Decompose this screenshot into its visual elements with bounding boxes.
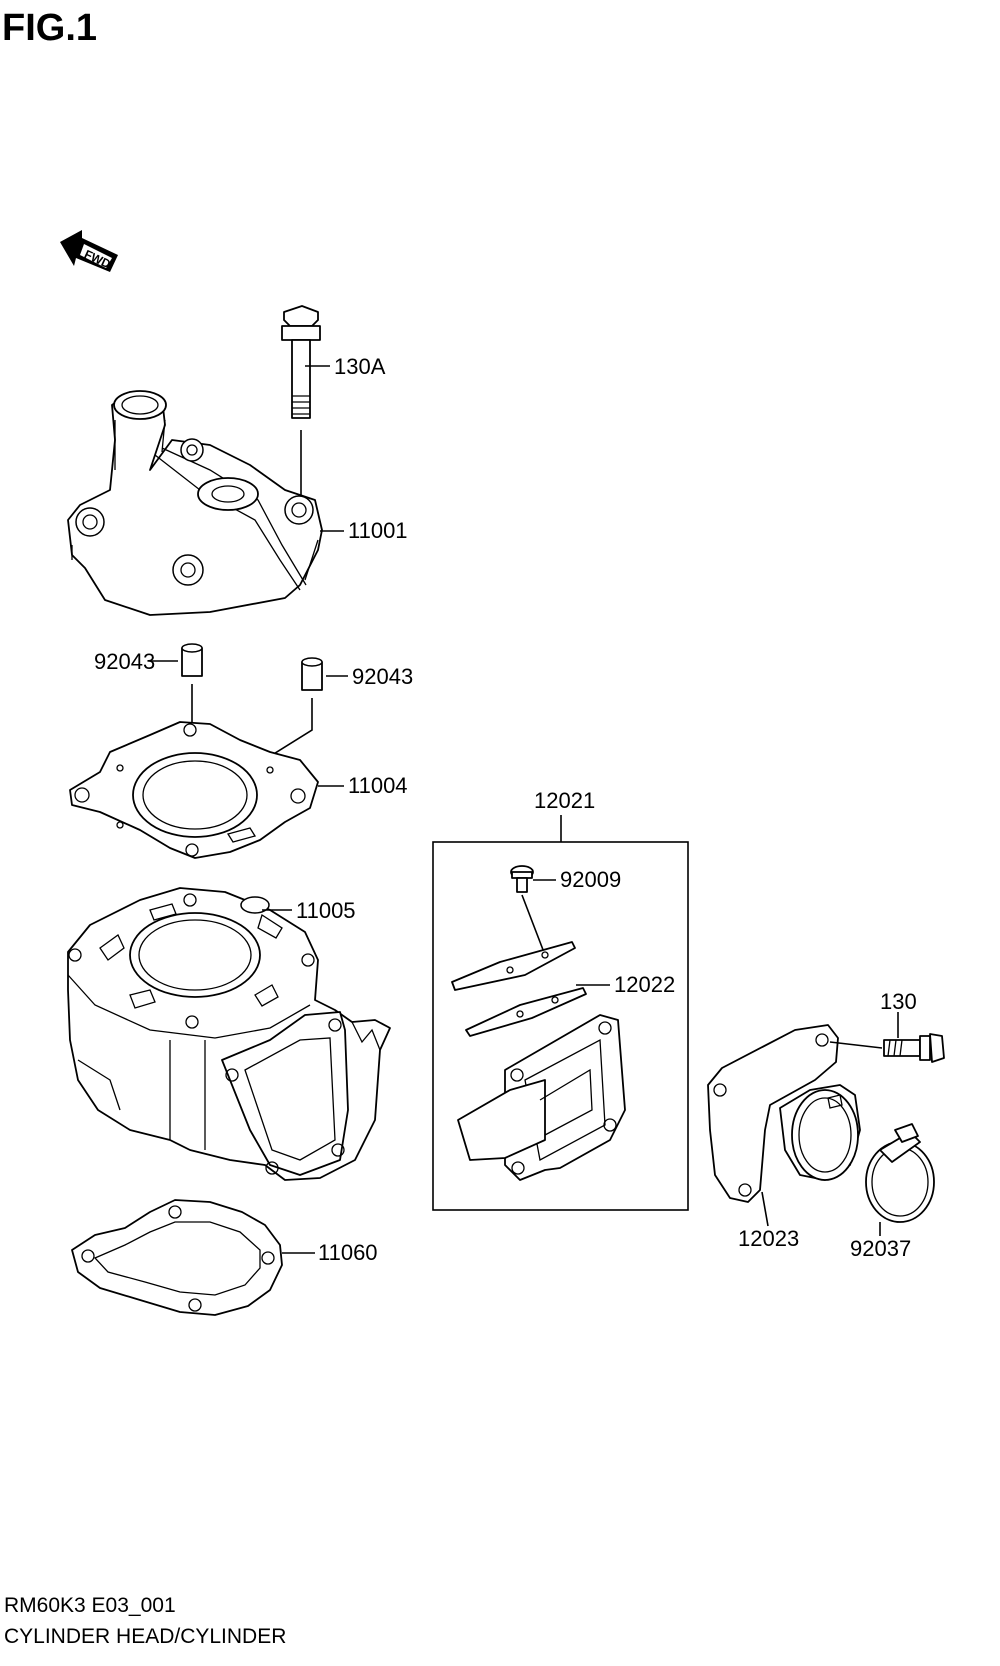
- label-12021: 12021: [534, 788, 595, 813]
- label-11060: 11060: [318, 1240, 378, 1265]
- clamp-92037-part: [865, 1123, 935, 1223]
- intake-pipe-12023-part: [707, 1024, 861, 1203]
- label-92009: 92009: [560, 867, 621, 892]
- label-12023: 12023: [738, 1226, 799, 1251]
- bolt-130-part: [883, 1033, 945, 1063]
- label-11005: 11005: [296, 898, 356, 923]
- dowel-pin-92043-right-part: [301, 657, 323, 691]
- fwd-arrow-icon: FWD: [60, 230, 118, 272]
- label-130a: 130A: [334, 354, 386, 379]
- reed-valve-assembly-box: [432, 841, 689, 1211]
- label-11001: 11001: [348, 518, 408, 543]
- base-gasket-11060-part: [71, 1199, 283, 1316]
- label-92043-right: 92043: [352, 664, 413, 689]
- leader-line: [761, 1191, 769, 1227]
- label-11004: 11004: [348, 773, 408, 798]
- label-92037: 92037: [850, 1236, 911, 1261]
- label-12022: 12022: [614, 972, 675, 997]
- label-92043-left: 92043: [94, 649, 155, 674]
- dowel-pin-92043-left-part: [181, 643, 203, 677]
- diagram-caption: CYLINDER HEAD/CYLINDER: [4, 1625, 286, 1648]
- leader-line: [521, 894, 546, 956]
- bolt-130a-part: [281, 305, 321, 419]
- cylinder-head-11001-part: [67, 390, 323, 616]
- screw-92009-part: [510, 865, 534, 893]
- figure-title: FIG.1: [2, 7, 97, 49]
- reed-12022-part: [451, 941, 587, 1037]
- leader-line: [829, 1041, 883, 1049]
- cylinder-11005-part: [67, 887, 391, 1181]
- reed-cage-part: [457, 1014, 626, 1181]
- diagram-code: RM60K3 E03_001: [4, 1594, 176, 1617]
- head-gasket-11004-part: [69, 721, 319, 859]
- label-130: 130: [880, 989, 917, 1014]
